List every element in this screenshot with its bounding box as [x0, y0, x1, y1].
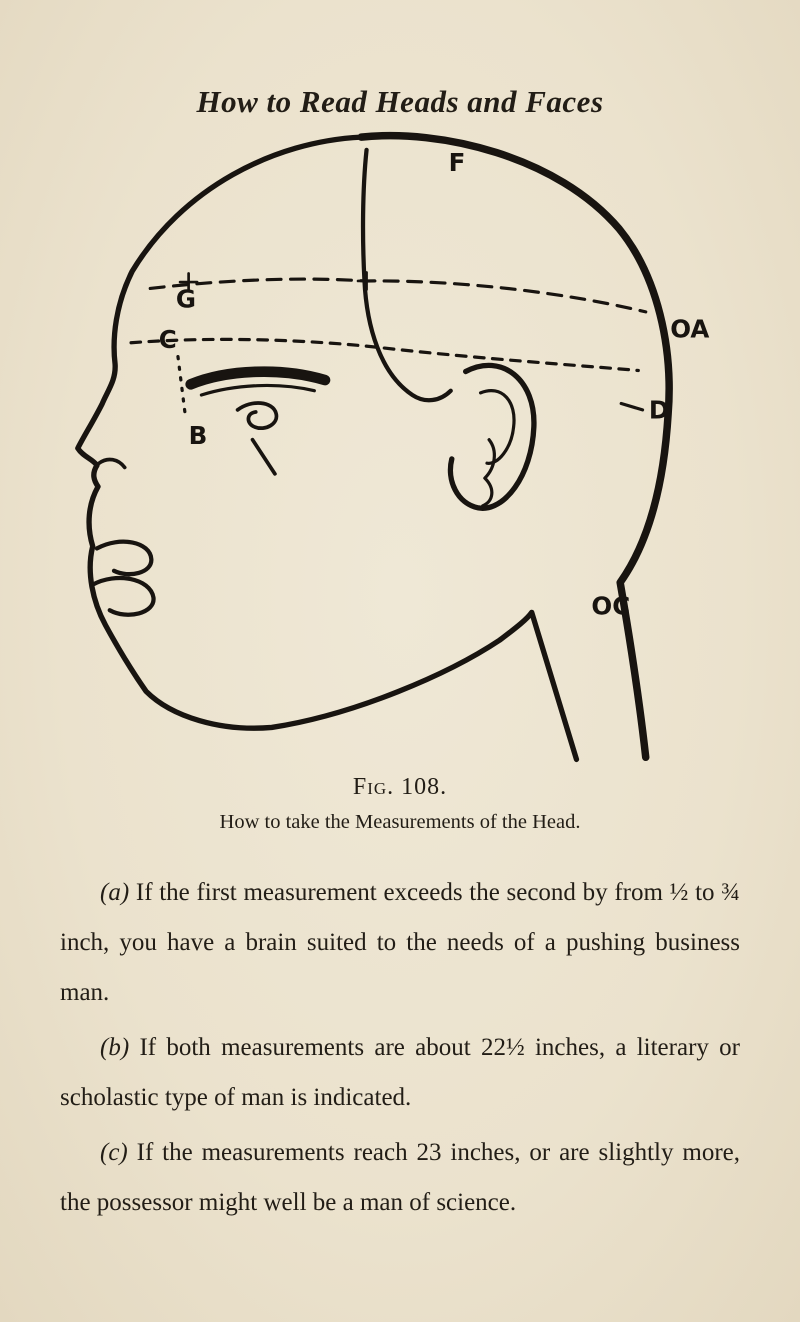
tick-near-b [250, 437, 277, 476]
paragraph-a-marker: (a) [100, 879, 130, 906]
diagram-label-c: C [159, 325, 177, 354]
figure-108: F G C B OA D OC Fig. 108. How to take th… [72, 124, 728, 834]
eyebrow-underline [199, 383, 316, 397]
upper-lip [94, 539, 154, 577]
lower-dashed-line [129, 337, 640, 373]
dotted-drop-line [176, 355, 188, 418]
figure-caption-block: Fig. 108. How to take the Measurements o… [72, 774, 728, 834]
eye [235, 401, 279, 430]
page-title: How to Read Heads and Faces [196, 84, 604, 119]
figure-caption: Fig. 108. [352, 774, 448, 800]
face-profile-outline [75, 134, 580, 763]
paragraph-b: (b) If both measurements are about 22½ i… [60, 1023, 740, 1123]
upper-dashed-line [148, 277, 648, 314]
lower-lip [90, 575, 156, 617]
vertical-measure-line [360, 147, 453, 403]
nostril-line [97, 457, 127, 470]
diagram-label-d: D [649, 395, 669, 424]
paragraph-b-marker: (b) [100, 1034, 130, 1061]
diagram-label-b: B [189, 421, 208, 450]
ear-inner [478, 389, 516, 465]
figure-subcaption: How to take the Measurements of the Head… [219, 811, 581, 833]
paragraph-c-marker: (c) [100, 1139, 128, 1166]
diagram-label-oc: OC [591, 591, 630, 620]
cross-marker-mid [356, 271, 377, 291]
skull-back-outline [357, 131, 673, 762]
paragraph-c-text: If the measurements reach 23 inches, or … [60, 1139, 741, 1216]
ear-outline [447, 362, 537, 511]
body-text: (a) If the first measurement exceeds the… [60, 868, 740, 1228]
head-measurement-diagram: F G C B OA D OC [75, 131, 709, 763]
paragraph-b-text: If both measurements are about 22½ inche… [60, 1034, 741, 1111]
diagram-label-f: F [449, 148, 466, 177]
cross-marker-left [178, 272, 199, 292]
ear-inner-curl [481, 438, 496, 508]
pointer-d [619, 401, 645, 412]
paragraph-a-text: If the first measurement exceeds the sec… [60, 879, 741, 1006]
paragraph-a: (a) If the first measurement exceeds the… [60, 868, 740, 1018]
diagram-label-g: G [176, 285, 196, 314]
paragraph-c: (c) If the measurements reach 23 inches,… [60, 1128, 740, 1228]
diagram-label-oa: OA [670, 314, 709, 343]
eyebrow [185, 366, 331, 390]
